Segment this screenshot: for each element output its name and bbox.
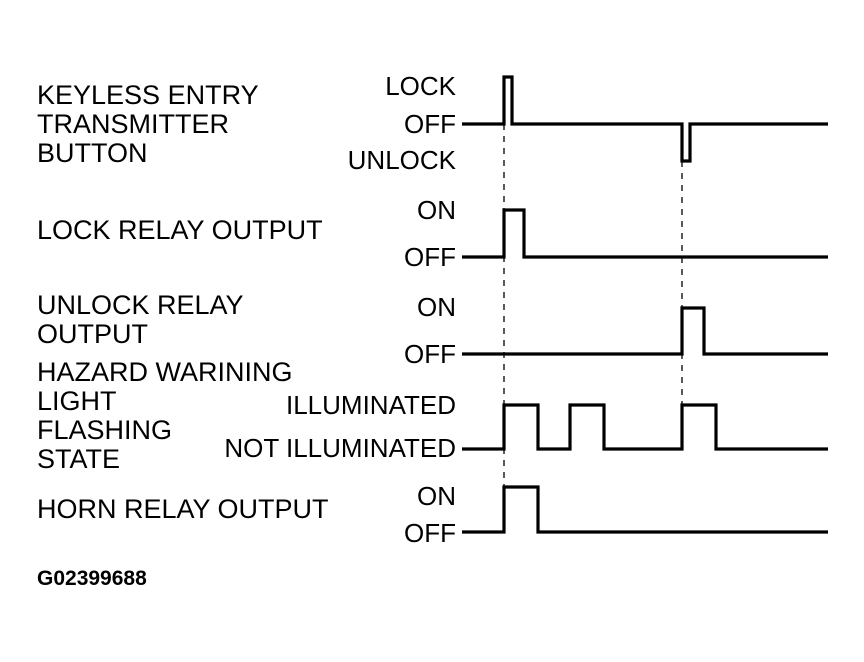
level-label-off: OFF <box>404 242 456 272</box>
level-label-illuminated: ILLUMINATED <box>286 390 456 420</box>
waveform-keyless-entry-button <box>462 75 828 163</box>
signal-label-line: LOCK RELAY OUTPUT <box>37 215 323 245</box>
signal-label-line: OUTPUT <box>37 319 148 349</box>
level-label-unlock: UNLOCK <box>348 145 457 175</box>
level-label-on: ON <box>417 292 456 322</box>
figure-code: G02399688 <box>37 567 147 590</box>
signal-label-line: HORN RELAY OUTPUT <box>37 494 329 524</box>
waveform-unlock-relay-output <box>462 306 828 356</box>
signal-label-line: BUTTON <box>37 138 148 168</box>
level-label-off: OFF <box>404 518 456 548</box>
signal-unlock-relay-output: UNLOCK RELAY OUTPUT ON OFF <box>37 290 828 369</box>
level-label-lock: LOCK <box>385 71 456 101</box>
level-label-on: ON <box>417 195 456 225</box>
signal-lock-relay-output: LOCK RELAY OUTPUT ON OFF <box>37 195 828 272</box>
signal-label-line: TRANSMITTER <box>37 109 229 139</box>
signal-horn-relay-output: HORN RELAY OUTPUT ON OFF <box>37 481 828 548</box>
signal-label-line: FLASHING <box>37 415 172 445</box>
signal-keyless-entry-button: KEYLESS ENTRY TRANSMITTER BUTTON LOCK OF… <box>37 71 828 175</box>
waveform-horn-relay-output <box>462 485 828 534</box>
signal-label-line: HAZARD WARINING <box>37 357 293 387</box>
level-label-not-illuminated: NOT ILLUMINATED <box>224 433 456 463</box>
signal-label-line: LIGHT <box>37 386 117 416</box>
signal-label-line: STATE <box>37 444 120 474</box>
waveform-hazard-warning-light <box>462 403 828 451</box>
signal-label-line: UNLOCK RELAY <box>37 290 244 320</box>
waveform-lock-relay-output <box>462 208 828 259</box>
signal-hazard-warning-light: HAZARD WARINING LIGHT FLASHING STATE ILL… <box>37 357 828 474</box>
signal-label-line: KEYLESS ENTRY <box>37 80 259 110</box>
level-label-off: OFF <box>404 109 456 139</box>
level-label-on: ON <box>417 481 456 511</box>
level-label-off: OFF <box>404 339 456 369</box>
